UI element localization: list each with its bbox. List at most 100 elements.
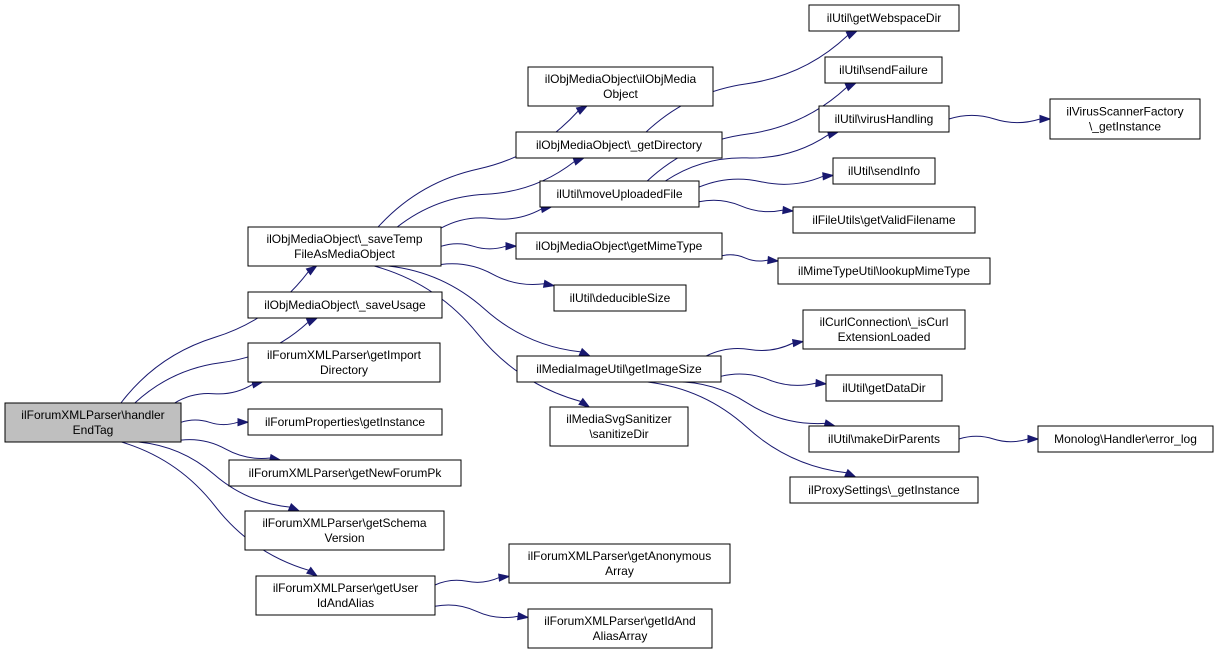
node-deduciblesize[interactable]: ilUtil\deducibleSize xyxy=(553,284,687,312)
node-label: FileAsMediaObject xyxy=(294,247,395,261)
arrowhead-icon xyxy=(815,378,828,388)
node-svgsanitizer[interactable]: ilMediaSvgSanitizer\sanitizeDir xyxy=(549,406,689,447)
node-label: Object xyxy=(603,87,638,101)
edge-line xyxy=(174,383,253,404)
node-webspacedir[interactable]: ilUtil\getWebspaceDir xyxy=(808,4,960,32)
edge-line xyxy=(721,254,769,262)
node-label: EndTag xyxy=(73,423,114,437)
edge-line xyxy=(440,243,507,250)
node-sendinfo[interactable]: ilUtil\sendInfo xyxy=(832,157,936,185)
edge-line xyxy=(720,373,817,386)
arrowhead-icon xyxy=(575,105,589,115)
node-forumprops[interactable]: ilForumProperties\getInstance xyxy=(247,408,443,436)
arrowhead-icon xyxy=(845,30,859,40)
node-label: ilForumXMLParser\getNewForumPk xyxy=(249,466,443,480)
edge-line xyxy=(434,604,519,619)
node-box xyxy=(244,510,445,551)
node-label: ilForumXMLParser\getImport xyxy=(267,348,422,362)
node-saveusage[interactable]: ilObjMediaObject\_saveUsage xyxy=(247,291,443,319)
arrowhead-icon xyxy=(578,397,591,408)
node-box xyxy=(527,608,713,649)
edge-saveTemp-to-objMediaObj xyxy=(377,105,589,228)
edge-line xyxy=(647,381,847,474)
node-box xyxy=(792,206,976,234)
node-label: ilUtil\deducibleSize xyxy=(570,291,671,305)
node-label: ilUtil\getWebspaceDir xyxy=(827,11,942,25)
node-box xyxy=(1037,425,1214,453)
node-errorlog[interactable]: Monolog\Handler\error_log xyxy=(1037,425,1214,453)
edge-line xyxy=(440,208,542,229)
node-label: ilFileUtils\getValidFilename xyxy=(812,213,955,227)
node-box xyxy=(777,257,991,285)
node-box xyxy=(832,157,936,185)
edge-moveUploaded-to-sendInfo xyxy=(698,172,835,188)
node-objmediaobj[interactable]: ilObjMediaObject\ilObjMediaObject xyxy=(527,66,714,107)
arrowhead-icon xyxy=(287,502,301,512)
node-box xyxy=(539,180,700,208)
node-label: ilUtil\virusHandling xyxy=(835,112,934,126)
edge-line xyxy=(440,263,545,286)
edge-getMimeType-to-lookupMime xyxy=(721,254,780,265)
node-box xyxy=(825,374,943,402)
arrowhead-icon xyxy=(791,338,805,348)
node-makedirparents[interactable]: ilUtil\makeDirParents xyxy=(808,425,960,453)
node-proxysettings[interactable]: ilProxySettings\_getInstance xyxy=(789,476,979,504)
arrowhead-icon xyxy=(237,418,250,427)
arrowhead-icon xyxy=(1039,114,1052,124)
node-label: ilMediaSvgSanitizer xyxy=(566,412,671,426)
node-moveuploaded[interactable]: ilUtil\moveUploadedFile xyxy=(539,180,700,208)
edge-line xyxy=(120,271,309,404)
edge-root-to-saveUsage xyxy=(134,317,319,404)
edge-line xyxy=(121,441,309,571)
edge-line xyxy=(434,577,500,586)
node-box xyxy=(247,291,443,319)
node-imagesize[interactable]: ilMediaImageUtil\getImageSize xyxy=(516,355,722,383)
node-getmimetype[interactable]: ilObjMediaObject\getMimeType xyxy=(515,232,723,260)
node-virushandling[interactable]: ilUtil\virusHandling xyxy=(818,105,950,133)
edge-userIdAlias-to-idAliasArray xyxy=(434,604,530,621)
node-box xyxy=(802,309,966,350)
node-label: Directory xyxy=(320,363,368,377)
arrowhead-icon xyxy=(517,612,530,621)
node-label: ilVirusScannerFactory xyxy=(1066,105,1183,119)
edge-root-to-newForumPk xyxy=(180,439,282,463)
edge-line xyxy=(180,439,271,459)
node-label: ilMimeTypeUtil\lookupMimeType xyxy=(798,264,970,278)
node-label: ilProxySettings\_getInstance xyxy=(808,483,960,497)
node-label: ilForumXMLParser\getSchema xyxy=(262,516,426,530)
node-getdirectory[interactable]: ilObjMediaObject\_getDirectory xyxy=(515,131,723,159)
node-lookupmime[interactable]: ilMimeTypeUtil\lookupMimeType xyxy=(777,257,991,285)
node-box xyxy=(247,226,442,267)
edge-layer xyxy=(120,30,1052,621)
node-label: ilObjMediaObject\ilObjMedia xyxy=(545,72,697,86)
edge-getDirectory-to-webspaceDir xyxy=(645,30,859,133)
arrowhead-icon xyxy=(306,566,319,577)
node-datadir[interactable]: ilUtil\getDataDir xyxy=(825,374,943,402)
node-newforumpk[interactable]: ilForumXMLParser\getNewForumPk xyxy=(228,459,462,487)
edge-userIdAlias-to-anonArray xyxy=(434,573,511,586)
node-box xyxy=(808,4,960,32)
node-label: ilForumXMLParser\getIdAnd xyxy=(544,614,695,628)
arrowhead-icon xyxy=(505,242,518,251)
node-validfilename[interactable]: ilFileUtils\getValidFilename xyxy=(792,206,976,234)
edge-line xyxy=(388,265,581,353)
node-box xyxy=(553,284,687,312)
edge-line xyxy=(180,419,239,426)
node-virusscanner[interactable]: ilVirusScannerFactory\_getInstance xyxy=(1049,98,1201,140)
node-savetemp[interactable]: ilObjMediaObject\_saveTempFileAsMediaObj… xyxy=(247,226,442,267)
node-sendfailure[interactable]: ilUtil\sendFailure xyxy=(824,56,943,84)
edge-imageSize-to-curlLoaded xyxy=(705,338,805,357)
edge-line xyxy=(374,265,582,402)
node-box xyxy=(247,408,443,436)
edge-saveTemp-to-moveUploaded xyxy=(440,204,553,229)
edge-line xyxy=(698,199,784,213)
node-label: \_getInstance xyxy=(1089,120,1161,134)
